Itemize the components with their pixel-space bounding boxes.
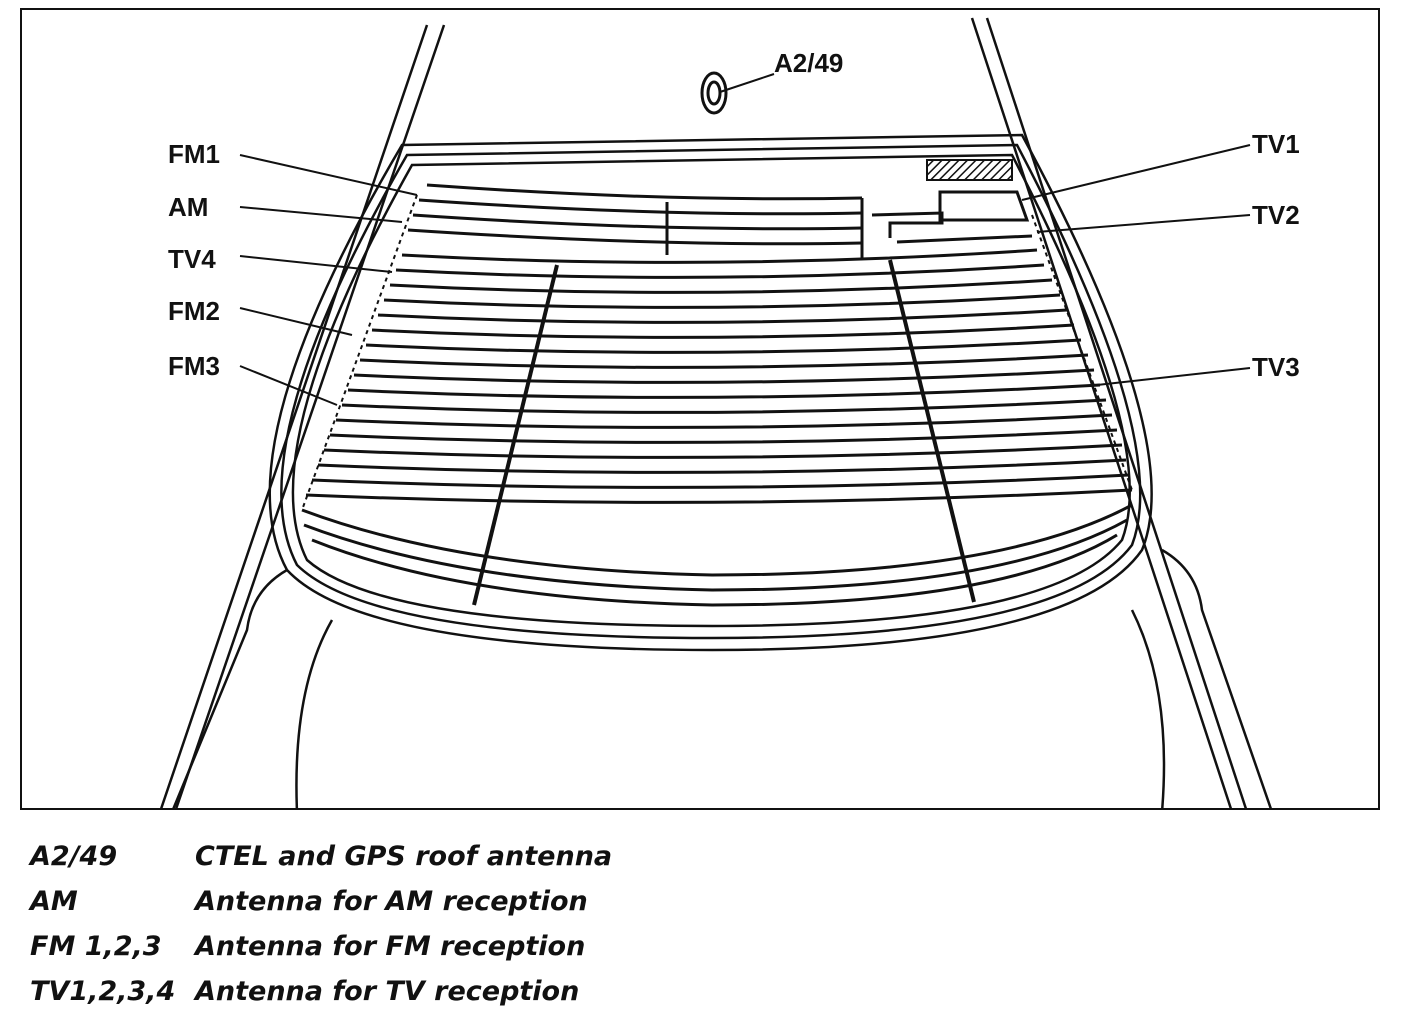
legend-row: TV1,2,3,4 Antenna for TV reception	[30, 969, 730, 1014]
diagram-drawing: A2/49 FM1 AM TV4 FM2 FM3 TV1 TV2 TV3	[160, 17, 1300, 808]
legend-row: FM 1,2,3 Antenna for FM reception	[30, 924, 730, 969]
callout-fm3: FM3	[168, 351, 220, 381]
legend: A2/49 CTEL and GPS roof antenna AM Anten…	[30, 834, 730, 1014]
callout-am: AM	[168, 192, 208, 222]
callout-tv3: TV3	[1252, 352, 1300, 382]
car-body-outline	[160, 17, 1272, 808]
roof-antenna-a2-49	[700, 71, 775, 115]
callout-leader-lines	[239, 144, 1251, 406]
legend-description: CTEL and GPS roof antenna	[195, 841, 613, 872]
legend-description: Antenna for TV reception	[195, 976, 580, 1007]
callout-tv4: TV4	[168, 244, 216, 274]
callout-a2-49: A2/49	[774, 48, 843, 78]
legend-code: A2/49	[30, 841, 118, 872]
legend-description: Antenna for FM reception	[195, 931, 586, 962]
legend-code: AM	[30, 886, 78, 917]
callout-tv1: TV1	[1252, 129, 1300, 159]
legend-code: TV1,2,3,4	[30, 976, 176, 1007]
callout-fm2: FM2	[168, 296, 220, 326]
legend-row: A2/49 CTEL and GPS roof antenna	[30, 834, 730, 879]
legend-description: Antenna for AM reception	[195, 886, 588, 917]
callout-tv2: TV2	[1252, 200, 1300, 230]
legend-code: FM 1,2,3	[30, 931, 162, 962]
callout-fm1: FM1	[168, 139, 220, 169]
heater-antenna-grid	[301, 159, 1133, 607]
rear-window-antenna-diagram: A2/49 FM1 AM TV4 FM2 FM3 TV1 TV2 TV3	[20, 8, 1380, 810]
legend-row: AM Antenna for AM reception	[30, 879, 730, 924]
